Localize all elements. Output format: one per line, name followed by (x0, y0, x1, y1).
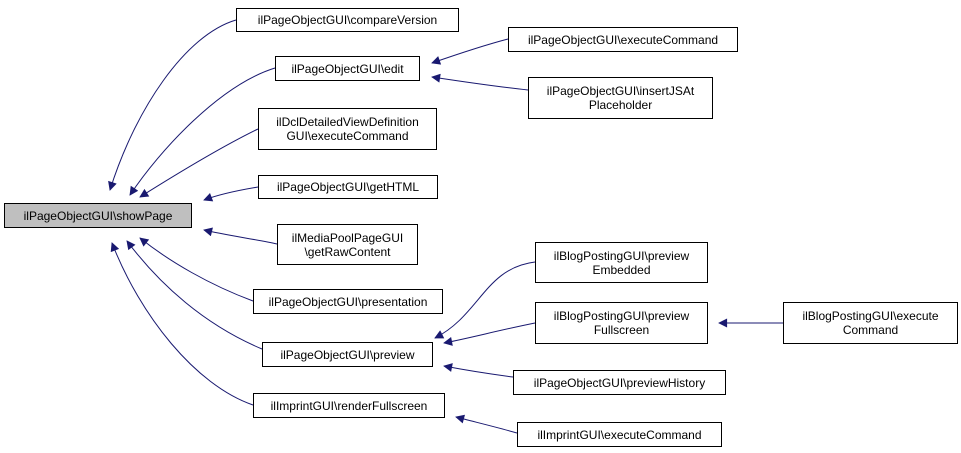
edge-presentation-to-root (139, 237, 254, 302)
node-blogEmbedded[interactable]: ilBlogPostingGUI\preview Embedded (535, 242, 708, 283)
node-compareVersion[interactable]: ilPageObjectGUI\compareVersion (236, 8, 459, 32)
node-getHTML[interactable]: ilPageObjectGUI\getHTML (258, 175, 438, 199)
edge-mediaPool-to-root (203, 227, 278, 245)
edge-getHTML-to-root (203, 186, 259, 202)
edge-imprintExecute-to-imprintRender (455, 414, 518, 434)
node-imprintExecute[interactable]: ilImprintGUI\executeCommand (517, 422, 722, 447)
node-label-line: ilPageObjectGUI\showPage (23, 208, 173, 223)
edge-blogEmbedded-to-preview (434, 261, 536, 339)
node-label-line: ilPageObjectGUI\preview (280, 347, 415, 362)
node-label-line: Placeholder (588, 98, 653, 112)
node-label-line: ilImprintGUI\executeCommand (537, 427, 702, 442)
node-label-line: Fullscreen (593, 323, 650, 337)
edge-edit-to-root (129, 67, 276, 196)
edge-compareVersion-to-root (108, 19, 237, 191)
node-label-line: ilDclDetailedViewDefinition (276, 115, 419, 129)
node-label-line: ilPageObjectGUI\presentation (268, 294, 428, 309)
edge-preview-to-root (126, 240, 263, 350)
node-label-line: ilMediaPoolPageGUI (291, 230, 404, 245)
edge-previewHistory-to-preview (443, 363, 514, 378)
node-label-line: ilPageObjectGUI\executeCommand (527, 32, 719, 47)
node-label-line: GUI\executeCommand (286, 129, 409, 143)
node-label-line: ilPageObjectGUI\getHTML (276, 180, 420, 194)
node-label-line: ilPageObjectGUI\edit (291, 61, 404, 76)
node-showPage: ilPageObjectGUI\showPage (4, 203, 192, 228)
node-insertJS[interactable]: ilPageObjectGUI\insertJSAt Placeholder (528, 77, 713, 119)
node-label-line: ilBlogPostingGUI\preview (553, 248, 690, 263)
edge-blogFullscreen-to-preview (443, 322, 536, 346)
node-label-line: \getRawContent (304, 244, 391, 259)
edge-dclExecute-to-root (139, 128, 259, 198)
edge-imprintRender-to-root (110, 242, 254, 406)
node-label-line: ilBlogPostingGUI\execute (802, 309, 939, 323)
node-edit[interactable]: ilPageObjectGUI\edit (275, 56, 420, 81)
node-blogExecute[interactable]: ilBlogPostingGUI\execute Command (783, 302, 958, 344)
node-label-line: ilImprintGUI\renderFullscreen (270, 398, 428, 413)
edge-insertJS-to-edit (431, 73, 529, 91)
node-pageExecute[interactable]: ilPageObjectGUI\executeCommand (508, 27, 738, 52)
node-imprintRender[interactable]: ilImprintGUI\renderFullscreen (253, 393, 445, 418)
node-label-line: Embedded (592, 262, 651, 277)
node-blogFullscreen[interactable]: ilBlogPostingGUI\preview Fullscreen (535, 302, 708, 344)
node-presentation[interactable]: ilPageObjectGUI\presentation (253, 289, 443, 314)
node-label-line: ilPageObjectGUI\compareVersion (257, 13, 438, 27)
node-label-line: ilBlogPostingGUI\preview (553, 309, 690, 323)
node-preview[interactable]: ilPageObjectGUI\preview (262, 342, 433, 367)
node-label-line: ilPageObjectGUI\insertJSAt (546, 84, 695, 98)
node-label-line: ilPageObjectGUI\previewHistory (533, 375, 706, 390)
node-mediaPool[interactable]: ilMediaPoolPageGUI \getRawContent (277, 224, 418, 265)
edge-pageExecute-to-edit (431, 38, 509, 65)
node-previewHistory[interactable]: ilPageObjectGUI\previewHistory (513, 370, 726, 395)
node-dclExecute[interactable]: ilDclDetailedViewDefinition GUI\executeC… (258, 108, 437, 150)
node-label-line: Command (842, 323, 899, 337)
